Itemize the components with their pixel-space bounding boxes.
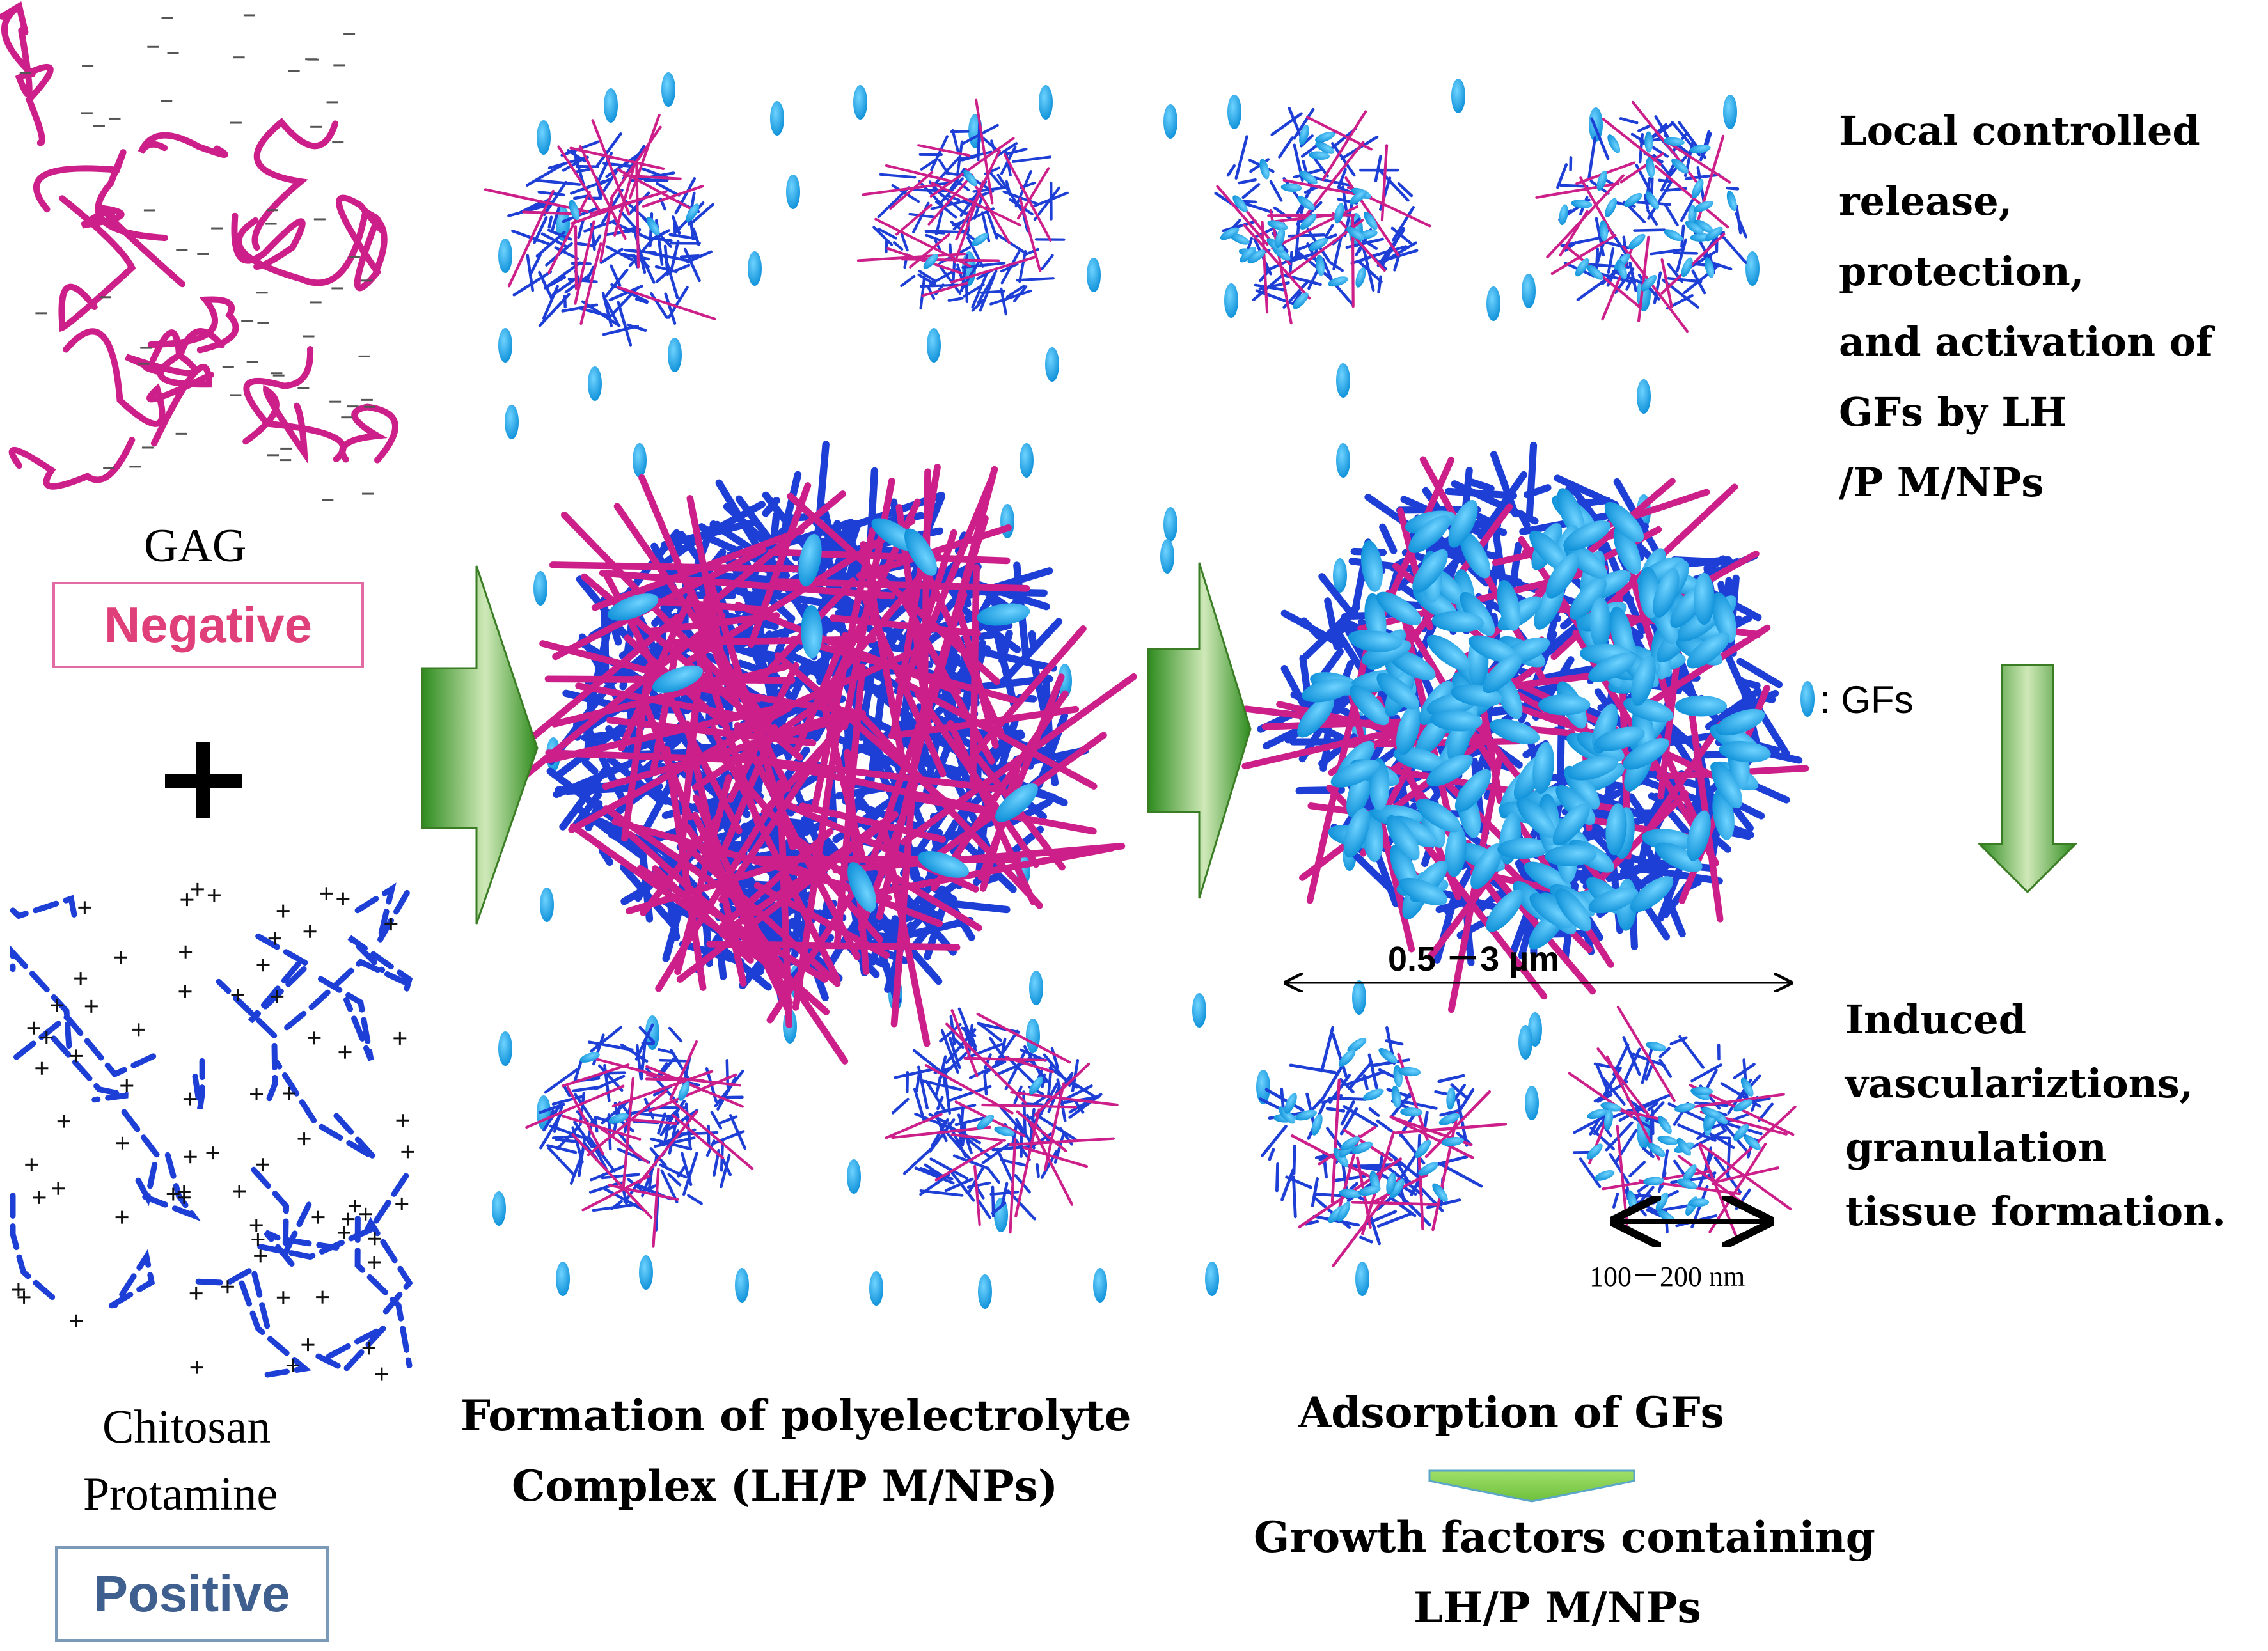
positive-network bbox=[10, 882, 414, 1381]
gag-label: GAG bbox=[144, 520, 247, 572]
positive-badge: Positive bbox=[55, 1546, 329, 1642]
process-arrow-down bbox=[1977, 664, 2078, 894]
chitosan-label: Chitosan bbox=[102, 1401, 271, 1453]
growth-factor-particles bbox=[492, 72, 1760, 1309]
process-arrow-2 bbox=[1147, 562, 1252, 899]
gf-containing-caption-line1: Growth factors containing bbox=[1254, 1512, 1875, 1562]
gag-network bbox=[0, 1, 398, 501]
gf-legend-label: : GFs bbox=[1820, 678, 1914, 721]
negative-badge: Negative bbox=[52, 582, 364, 668]
protamine-label: Protamine bbox=[83, 1468, 278, 1521]
outcome-text-top: Local controlled release, protection, an… bbox=[1839, 96, 2213, 518]
complex-particle-mid-bottom-right bbox=[885, 1007, 1119, 1234]
outcome-bottom-line: tissue formation. bbox=[1845, 1188, 2226, 1235]
formation-caption-line2: Complex (LH/P M/NPs) bbox=[512, 1461, 1059, 1511]
gf-legend-icon bbox=[1800, 681, 1815, 717]
complex-particle-mid-top-left bbox=[484, 113, 716, 347]
outcome-top-line: release, bbox=[1839, 178, 2013, 224]
process-arrow-1 bbox=[421, 565, 539, 925]
complex-particle-mid-bottom-left bbox=[525, 1023, 754, 1248]
gf-containing-caption-line2: LH/P M/NPs bbox=[1414, 1583, 1701, 1632]
outcome-text-bottom: Induced vasculariztions, granulation tis… bbox=[1845, 988, 2226, 1244]
complex-particle-mid-large bbox=[511, 441, 1137, 1065]
outcome-top-line: protection, bbox=[1839, 248, 2084, 295]
outcome-bottom-line: vasculariztions, bbox=[1845, 1060, 2194, 1107]
gf-loaded-particle-top-right bbox=[1535, 100, 1748, 333]
outcome-top-line: and activation of bbox=[1839, 318, 2213, 365]
size-label-small: 100－200 nm bbox=[1589, 1261, 1745, 1292]
gf-loaded-particle-bottom-right bbox=[1568, 1006, 1797, 1238]
gf-loaded-particle-large bbox=[1241, 441, 1809, 1013]
outcome-top-line: Local controlled bbox=[1839, 107, 2200, 154]
outcome-bottom-line: granulation bbox=[1845, 1124, 2107, 1171]
outcome-top-line: /P M/NPs bbox=[1839, 459, 2044, 506]
gf-loaded-particle-bottom-left bbox=[1259, 1026, 1508, 1267]
formation-caption-line1: Formation of polyelectrolyte bbox=[461, 1391, 1131, 1441]
adsorption-arrow bbox=[1428, 1469, 1635, 1503]
adsorption-caption: Adsorption of GFs bbox=[1298, 1388, 1724, 1437]
complex-particle-mid-top-right bbox=[856, 98, 1069, 316]
plus-sign-icon bbox=[165, 742, 242, 818]
outcome-top-line: GFs by LH bbox=[1839, 389, 2067, 435]
gf-loaded-particle-top-left bbox=[1214, 107, 1431, 325]
size-label-large: 0.5 －3 µm bbox=[1388, 940, 1560, 978]
outcome-bottom-line: Induced bbox=[1845, 996, 2027, 1043]
